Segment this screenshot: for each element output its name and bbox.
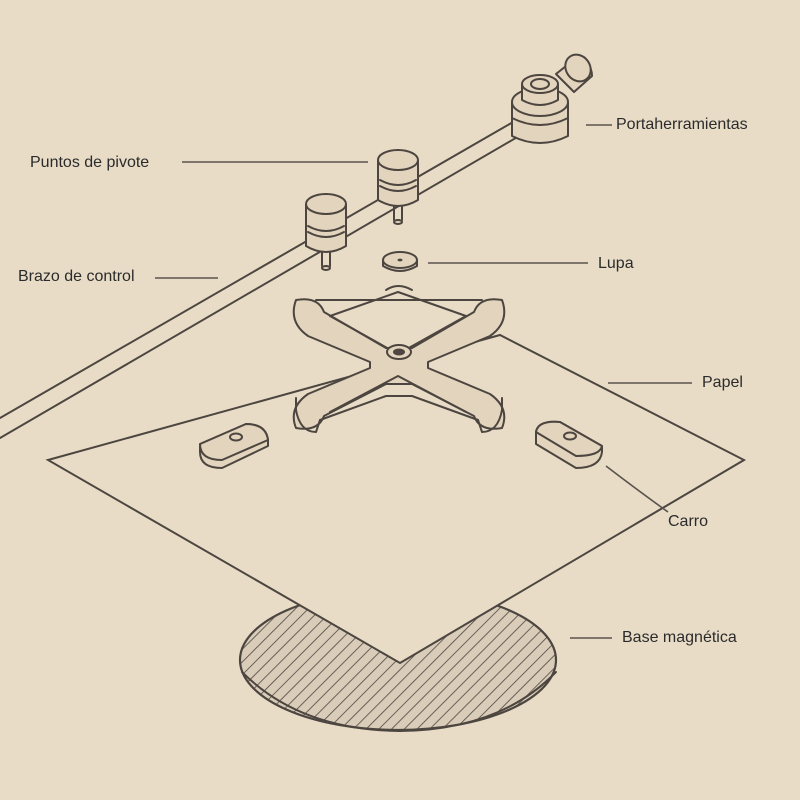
- control-arm: [0, 117, 527, 439]
- label-lupa: Lupa: [598, 255, 634, 272]
- pivot-point-right: [377, 149, 419, 225]
- label-base-magnetica: Base magnética: [622, 629, 737, 646]
- label-brazo-control: Brazo de control: [18, 268, 135, 285]
- leader-carro: [605, 465, 669, 513]
- leader-lines: [155, 124, 692, 639]
- tool-holder: [511, 53, 593, 144]
- carriage-slider-left: [199, 423, 269, 469]
- label-carro: Carro: [668, 513, 709, 530]
- magnifier-lens: [382, 251, 418, 272]
- carriage-slider-right: [535, 420, 603, 469]
- cross-carriage-body: [292, 285, 506, 433]
- label-portaherramientas: Portaherramientas: [616, 116, 748, 133]
- label-papel: Papel: [702, 374, 743, 391]
- pivot-point-left: [305, 193, 347, 271]
- label-puntos-pivote: Puntos de pivote: [30, 154, 150, 171]
